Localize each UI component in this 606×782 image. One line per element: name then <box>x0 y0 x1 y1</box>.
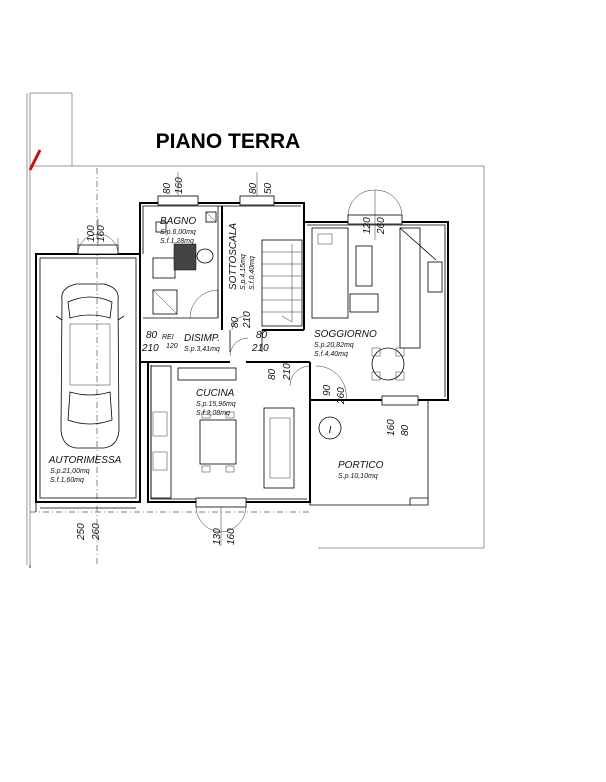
portico-sp: S.p.10,10mq <box>338 473 378 480</box>
autorimessa-name: AUTORIMESSA <box>48 455 122 466</box>
interior-walls <box>143 206 310 363</box>
sottoscala-window-width: 80 <box>248 182 259 194</box>
soggiorno-window-height: 260 <box>376 217 387 235</box>
portico-window <box>381 395 419 406</box>
sottoscala-name: SOTTOSCALA <box>228 223 239 290</box>
bagno-window-height: 160 <box>174 177 185 194</box>
cucina-sf: S.f.2,08mq <box>196 410 230 417</box>
plan-title: PIANO TERRA <box>156 130 301 153</box>
section-mark-symbol: I <box>318 416 342 440</box>
entry-door-arc <box>315 365 347 401</box>
garage-window <box>77 218 119 255</box>
soggiorno-sp: S.p.20,82mq <box>314 342 354 349</box>
portico-window-height: 80 <box>400 424 411 436</box>
portico-name: PORTICO <box>338 460 384 471</box>
bagno-name: BAGNO <box>160 216 196 227</box>
bagno-sf: S.f.1,28mq <box>160 238 194 245</box>
cucina-door-width: 80 <box>267 368 278 380</box>
portico-window-width: 160 <box>386 419 397 436</box>
cucina-door-height: 210 <box>282 363 293 381</box>
kitchen-fixtures <box>150 365 295 499</box>
soggiorno-sf: S.f.4,40mq <box>314 351 348 358</box>
svg-text:I: I <box>329 425 332 436</box>
bagno-sp: S.p.6,00mq <box>160 229 196 236</box>
kitchen-window <box>195 497 247 546</box>
soggiorno-window-width: 120 <box>362 217 373 234</box>
sottoscala-window <box>239 172 275 206</box>
sottoscala-window-height: 50 <box>263 182 274 194</box>
disimp-sp: S.p.3,41mq <box>184 346 220 353</box>
disimp-door-height: 210 <box>251 343 269 354</box>
entry-door-height: 260 <box>336 387 347 405</box>
soggiorno-cucina-door <box>289 365 311 387</box>
rei-class: 120 <box>166 343 178 350</box>
cucina-sp: S.p.15,96mq <box>196 401 236 408</box>
cucina-name: CUCINA <box>196 388 235 399</box>
site-boundary <box>26 92 485 568</box>
bagno-window <box>157 172 199 206</box>
living-furniture <box>311 227 443 381</box>
kitchen-window-height: 160 <box>226 528 237 545</box>
garage-window-width: 100 <box>86 225 97 242</box>
kitchen-window-width: 130 <box>212 528 223 545</box>
bagno-door <box>189 289 219 319</box>
autorimessa-sf: S.f.1,60mq <box>50 477 84 484</box>
garage-window-height: 160 <box>96 225 107 242</box>
soggiorno-window <box>347 189 403 240</box>
sottoscala-sp: S.p.4,15mq <box>240 254 247 290</box>
bathroom-fixtures <box>152 211 217 315</box>
sottoscala-door-width: 80 <box>230 316 241 328</box>
sottoscala-door-height: 210 <box>242 311 253 329</box>
autorimessa-sp: S.p.21,00mq <box>50 468 90 475</box>
garage-door-width: 250 <box>76 523 87 541</box>
disimp-name: DISIMP. <box>184 333 220 344</box>
disimp-door-width: 80 <box>256 330 268 341</box>
rei-height: 210 <box>141 343 159 354</box>
axis-lines <box>30 168 310 565</box>
entry-door-width: 90 <box>322 384 333 396</box>
garage-door-height: 260 <box>91 523 102 541</box>
sottoscala-sf: S.f.0,40mq <box>249 256 256 290</box>
rei-label: REI <box>162 334 174 341</box>
boundary-red-mark <box>28 149 42 171</box>
car-icon <box>55 283 125 449</box>
sottoscala-door <box>231 315 247 331</box>
cucina-door-arc <box>229 337 249 357</box>
bagno-window-width: 80 <box>162 182 173 194</box>
soggiorno-name: SOGGIORNO <box>314 329 377 340</box>
staircase <box>261 239 303 327</box>
rei-width: 80 <box>146 330 158 341</box>
